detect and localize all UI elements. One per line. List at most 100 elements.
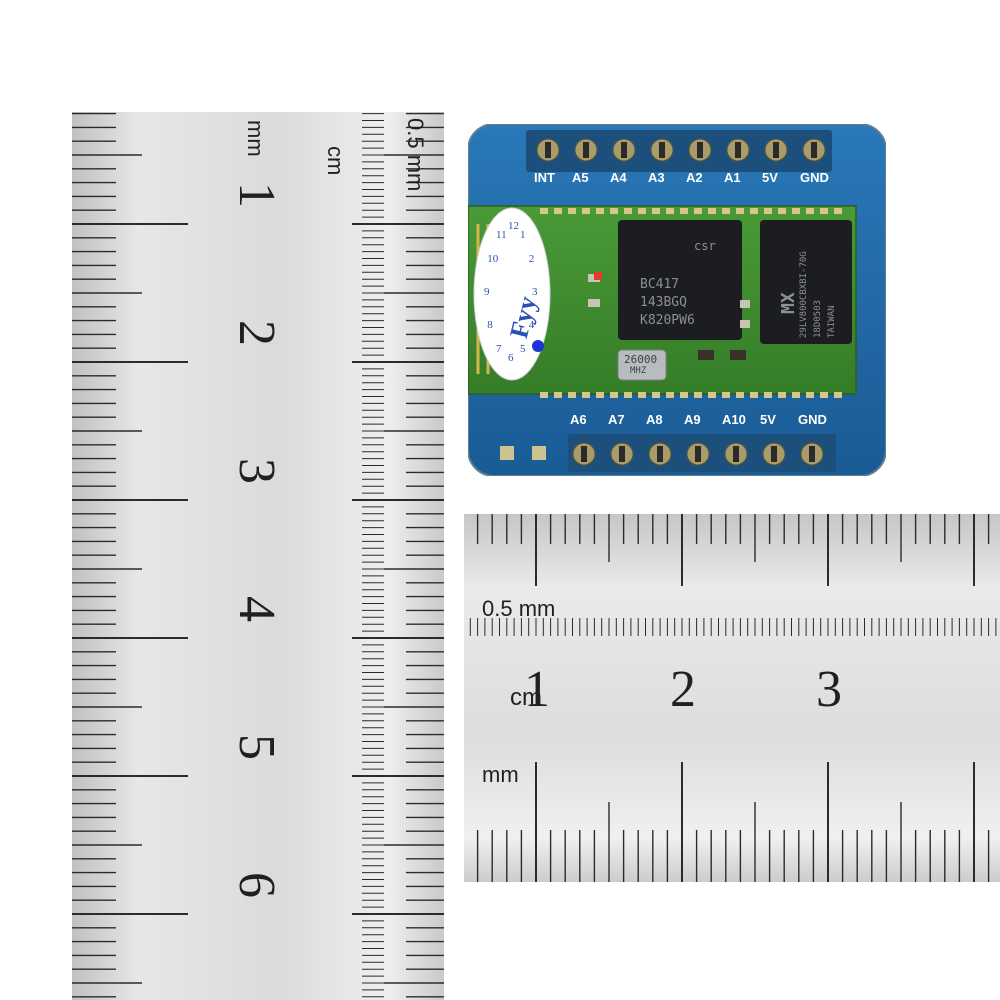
module-pad — [568, 208, 576, 214]
pin-label: A2 — [686, 170, 703, 185]
header-pin-post — [697, 142, 703, 158]
main-chip-line-3: K820PW6 — [640, 313, 695, 328]
vertical-ruler-number: 1 — [228, 182, 285, 208]
sticker-digit: 6 — [508, 352, 514, 364]
module-pad — [596, 208, 604, 214]
module-pad — [652, 392, 660, 398]
header-pin-post — [809, 446, 815, 462]
sticker-digit: 2 — [528, 253, 535, 265]
sticker-digit: 12 — [508, 220, 519, 232]
module-pad — [582, 392, 590, 398]
module-pad — [806, 208, 814, 214]
sticker-digit: 8 — [487, 319, 493, 331]
module-pad — [708, 392, 716, 398]
module-pad — [750, 208, 758, 214]
header-pin-post — [773, 142, 779, 158]
module-pad — [638, 392, 646, 398]
sticker-digit: 9 — [484, 286, 490, 298]
header-pin-post — [619, 446, 625, 462]
pin-label: A3 — [648, 170, 665, 185]
module-pad — [694, 208, 702, 214]
module-pad — [764, 392, 772, 398]
flash-chip-line-2: 18D0503 — [813, 300, 823, 338]
pcb-artwork — [468, 124, 886, 476]
module-pad — [568, 392, 576, 398]
sticker-digit: 1 — [520, 228, 526, 241]
module-pad — [624, 392, 632, 398]
vertical-ruler-number: 4 — [228, 596, 285, 622]
pin-label: A6 — [570, 412, 587, 427]
module-pad — [736, 208, 744, 214]
module-pad — [666, 392, 674, 398]
module-pad — [722, 392, 730, 398]
sticker-digit: 10 — [487, 253, 499, 265]
module-pad — [820, 392, 828, 398]
main-chip-line-2: 143BGQ — [640, 295, 687, 310]
module-pad — [680, 392, 688, 398]
module-pad — [554, 208, 562, 214]
vertical-ruler-half-mm-label: 0.5 mm — [403, 118, 428, 192]
pin-label: 5V — [762, 170, 778, 185]
horizontal-ruler-cm-label: cm — [510, 684, 542, 711]
vertical-ruler-number: 5 — [228, 734, 285, 760]
module-pad — [596, 392, 604, 398]
header-pin-post — [811, 142, 817, 158]
header-pin-post — [545, 142, 551, 158]
module-pad — [764, 208, 772, 214]
module-pad — [778, 208, 786, 214]
module-pad — [652, 208, 660, 214]
module-pad — [722, 208, 730, 214]
vertical-ruler-number: 2 — [228, 320, 285, 346]
header-pin-post — [583, 142, 589, 158]
module-pad — [736, 392, 744, 398]
horizontal-ruler-ticks — [469, 514, 997, 882]
header-pin-post — [733, 446, 739, 462]
vertical-ruler-number: 6 — [228, 872, 285, 898]
module-pad — [792, 208, 800, 214]
module-pad — [638, 208, 646, 214]
module-pad — [806, 392, 814, 398]
pin-label: A9 — [684, 412, 701, 427]
top-header-strip — [526, 130, 832, 172]
pin-label: A10 — [722, 412, 746, 427]
flash-chip-logo: MX — [778, 292, 799, 314]
pin-label: A8 — [646, 412, 663, 427]
horizontal-ruler-mm-label: mm — [482, 762, 519, 787]
header-pin-post — [621, 142, 627, 158]
module-pad — [834, 208, 842, 214]
module-pad — [610, 392, 618, 398]
main-chip-logo: csr — [694, 239, 716, 253]
flash-chip — [760, 220, 852, 344]
pin-label: A4 — [610, 170, 627, 185]
vertical-ruler-mm-label: mm — [243, 120, 268, 157]
module-pad — [582, 208, 590, 214]
sticker-digit: 3 — [532, 286, 538, 298]
crystal-freq: 26000 — [624, 353, 658, 366]
module-pad — [540, 392, 548, 398]
horizontal-ruler-number: 1 — [524, 661, 550, 718]
horizontal-ruler-half-mm-label: 0.5 mm — [482, 596, 556, 621]
pin-label: A7 — [608, 412, 625, 427]
vertical-ruler-number: 3 — [228, 458, 285, 484]
header-pin-post — [659, 142, 665, 158]
flash-chip-line-3: TAIWAN — [827, 305, 837, 338]
header-pin-post — [735, 142, 741, 158]
module-pad — [540, 208, 548, 214]
module-pad — [680, 208, 688, 214]
module-pad — [792, 392, 800, 398]
vertical-ruler-ticks — [72, 112, 444, 998]
module-pad — [750, 392, 758, 398]
sticker-digit: 7 — [496, 343, 502, 356]
pin-label: INT — [534, 170, 555, 185]
module-pad — [666, 208, 674, 214]
sticker-digit: 11 — [496, 228, 507, 241]
module-pad — [820, 208, 828, 214]
crystal-unit: MHZ — [630, 366, 647, 376]
crystal — [617, 349, 667, 381]
main-chip — [618, 220, 742, 340]
module-pad — [610, 208, 618, 214]
header-pin-post — [581, 446, 587, 462]
